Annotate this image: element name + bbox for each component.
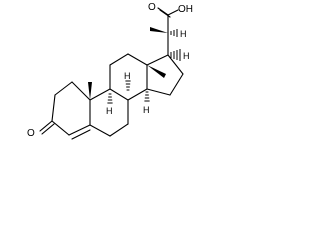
- methyl-c19: [88, 82, 92, 100]
- h-c14-hash: H: [143, 91, 150, 115]
- ring-a: [51, 81, 91, 140]
- methyl-c18: [147, 65, 166, 78]
- h-c17-label: H: [183, 51, 190, 61]
- h-c8-label: H: [124, 71, 131, 81]
- ring-c: [109, 53, 148, 101]
- h-c9-label: H: [106, 106, 113, 116]
- hydroxyl-label: OH: [178, 4, 193, 15]
- ring-d: [146, 54, 184, 96]
- ketone-group: O: [27, 120, 55, 139]
- ring-b: [89, 88, 129, 137]
- h-c8-hash: H: [124, 71, 131, 91]
- h-c17-hash: H: [170, 49, 190, 61]
- h-c14-label: H: [143, 105, 150, 115]
- ketone-oxygen-label: O: [27, 128, 35, 139]
- h-c9-hash: H: [106, 93, 113, 116]
- side-chain: H O OH: [148, 2, 193, 56]
- h-side-chain-label: H: [180, 29, 187, 39]
- carbonyl-oxygen-label: O: [148, 2, 156, 13]
- steroid-structure-diagram: O H H: [27, 2, 193, 140]
